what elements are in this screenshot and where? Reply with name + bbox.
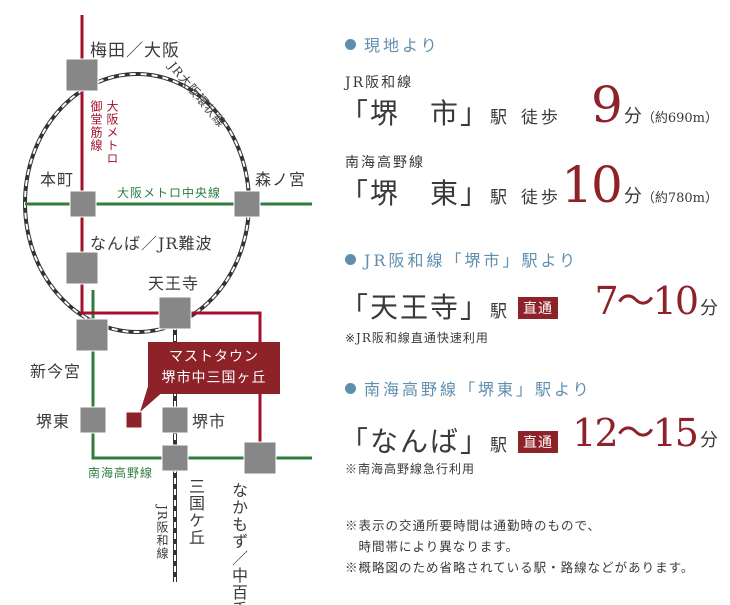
label-nakamozu: なかもず／中百舌鳥 bbox=[229, 482, 248, 605]
label-namba: なんば／JR難波 bbox=[90, 234, 213, 253]
section2-unit: 分 bbox=[700, 298, 718, 319]
section3-note: ※南海高野線急行利用 bbox=[345, 462, 476, 476]
item1-unit: 分 bbox=[623, 106, 642, 127]
label-honmachi: 本町 bbox=[40, 170, 75, 189]
item2-unit: 分 bbox=[623, 186, 642, 207]
station-shinimamiya bbox=[75, 318, 109, 352]
station-umeda bbox=[65, 58, 99, 92]
bullet-icon bbox=[345, 254, 356, 265]
label-shinimamiya: 新今宮 bbox=[30, 362, 82, 381]
direct-badge: 直通 bbox=[518, 431, 559, 453]
item2-distance: （約780m） bbox=[641, 191, 718, 206]
station-namba bbox=[65, 251, 99, 285]
section3-unit: 分 bbox=[700, 430, 718, 451]
station-sakaihigashi bbox=[79, 406, 107, 434]
section2-minutes: 7～10 bbox=[594, 279, 699, 323]
item2-time: 10 分 （約780m） bbox=[561, 160, 718, 210]
station-mikunigaoka bbox=[161, 444, 189, 472]
item2-station: 「堺 東」駅 徒歩 bbox=[340, 177, 561, 210]
bullet-icon bbox=[345, 383, 356, 394]
label-tennoji: 天王寺 bbox=[148, 274, 200, 293]
label-morinomiya: 森ノ宮 bbox=[255, 170, 307, 189]
footnotes: ※表示の交通所要時間は通勤時のもので、 時間帯により異なります。 ※概略図のため… bbox=[345, 515, 694, 578]
section2-time: 7～10 分 bbox=[594, 282, 718, 320]
property-marker bbox=[125, 411, 143, 429]
item1-time: 9 分 （約690m） bbox=[591, 80, 718, 130]
item1-line: JR阪和線 bbox=[345, 75, 414, 91]
section3-time: 12～15 分 bbox=[572, 414, 718, 452]
label-nankai-line: 南海高野線 bbox=[88, 466, 154, 480]
footnote: ※表示の交通所要時間は通勤時のもので、 bbox=[345, 518, 602, 533]
section1-heading: 現地より bbox=[345, 32, 440, 56]
property-name-1: マストタウン bbox=[169, 349, 259, 365]
section3-heading: 南海高野線「堺東」駅より bbox=[345, 376, 592, 400]
label-midosuji-1: 大阪メトロ bbox=[105, 100, 119, 165]
station-honmachi bbox=[69, 190, 97, 218]
station-nakamozu bbox=[243, 441, 277, 475]
item1-station: 「堺 市」駅 徒歩 bbox=[340, 97, 561, 130]
property-name-2: 堺市中三国ヶ丘 bbox=[161, 370, 267, 386]
section2-station: 「天王寺」駅直通 bbox=[340, 286, 559, 326]
property-callout: マストタウン 堺市中三国ヶ丘 bbox=[148, 342, 280, 394]
label-sakaihigashi: 堺東 bbox=[36, 412, 71, 431]
item2-minutes: 10 bbox=[561, 156, 623, 214]
direct-badge: 直通 bbox=[518, 297, 559, 319]
label-sakai: 堺市 bbox=[192, 412, 227, 431]
item1-minutes: 9 bbox=[591, 76, 623, 134]
station-tennoji bbox=[158, 296, 192, 330]
label-mikunigaoka: 三国ケ丘 bbox=[186, 478, 205, 546]
bullet-icon bbox=[345, 39, 356, 50]
section3-minutes: 12～15 bbox=[572, 411, 699, 455]
section3-station: 「なんば」駅直通 bbox=[340, 420, 559, 460]
section2-note: ※JR阪和線直通快速利用 bbox=[345, 331, 489, 345]
station-morinomiya bbox=[233, 190, 261, 218]
label-midosuji-2: 御堂筋線 bbox=[89, 100, 103, 152]
footnote: ※概略図のため省略されている駅・路線などがあります。 bbox=[345, 560, 695, 575]
item1-distance: （約690m） bbox=[641, 111, 718, 126]
station-sakai bbox=[161, 406, 189, 434]
label-chuo-line: 大阪メトロ中央線 bbox=[117, 186, 222, 200]
section2-heading: JR阪和線「堺市」駅より bbox=[345, 247, 578, 271]
item2-line: 南海高野線 bbox=[345, 155, 425, 171]
label-umeda: 梅田／大阪 bbox=[90, 41, 180, 61]
label-hanwa-line: JR阪和線 bbox=[155, 505, 169, 560]
footnote: 時間帯により異なります。 bbox=[345, 539, 520, 554]
